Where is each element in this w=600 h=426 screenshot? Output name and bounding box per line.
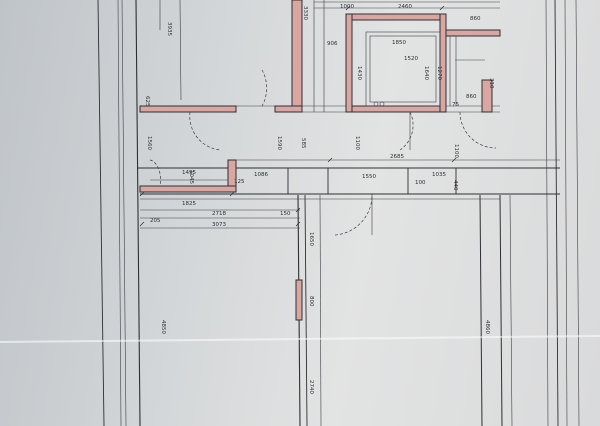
dim-label: 2460 — [398, 4, 412, 10]
dim-label: 3073 — [212, 222, 226, 228]
dim-label: 150 — [280, 211, 291, 217]
dim-label: 1560 — [146, 136, 152, 150]
dim-label: 1100 — [354, 136, 360, 150]
dim-label: 585 — [300, 138, 306, 149]
dim-label: 100 — [415, 180, 426, 186]
dim-label: 310 — [488, 78, 494, 89]
dim-label: 3330 — [302, 6, 308, 20]
dim-label: 4860 — [484, 320, 490, 334]
dim-label: 860 — [470, 16, 481, 22]
dim-label: 2685 — [390, 154, 404, 160]
dim-label: 1495 — [182, 170, 196, 176]
dim-label: 2718 — [212, 211, 226, 217]
dim-label: 440 — [452, 180, 458, 191]
dim-label: 1086 — [254, 172, 268, 178]
frame-lines — [97, 0, 580, 426]
dim-label: 1045 — [188, 170, 194, 184]
dim-label: 1650 — [308, 232, 314, 246]
door-swings — [149, 69, 497, 236]
dim-label: 1000 — [340, 4, 354, 10]
dim-label: 906 — [327, 41, 338, 47]
dim-label: 4850 — [160, 320, 166, 334]
dim-label: 2740 — [308, 380, 314, 394]
dim-label: 1270 — [436, 66, 442, 80]
dim-label: 1550 — [362, 174, 376, 180]
dim-label: 1035 — [432, 172, 446, 178]
dim-label: 1520 — [404, 56, 418, 62]
dim-label: 1825 — [182, 201, 196, 207]
dim-label: 1850 — [392, 40, 406, 46]
dim-label: 1430 — [356, 66, 362, 80]
dim-label: 1640 — [423, 66, 429, 80]
dim-label: 75 — [452, 102, 459, 108]
paper-fold — [0, 335, 600, 343]
room-outlines — [313, 0, 500, 112]
dim-label: 625 — [144, 96, 150, 107]
dim-label: 125 — [234, 179, 245, 185]
dim-label: 1100 — [453, 144, 459, 158]
dim-label: 860 — [466, 94, 477, 100]
dim-label: 205 — [150, 218, 161, 224]
dimension-ticks — [139, 5, 457, 227]
corridor-band — [138, 105, 560, 229]
dim-label: 1590 — [276, 136, 282, 150]
dim-label: 3935 — [166, 22, 172, 36]
dimension-labels: 1000 2460 860 906 1850 1520 3935 3330 14… — [144, 4, 494, 394]
dim-label: 800 — [308, 296, 314, 307]
